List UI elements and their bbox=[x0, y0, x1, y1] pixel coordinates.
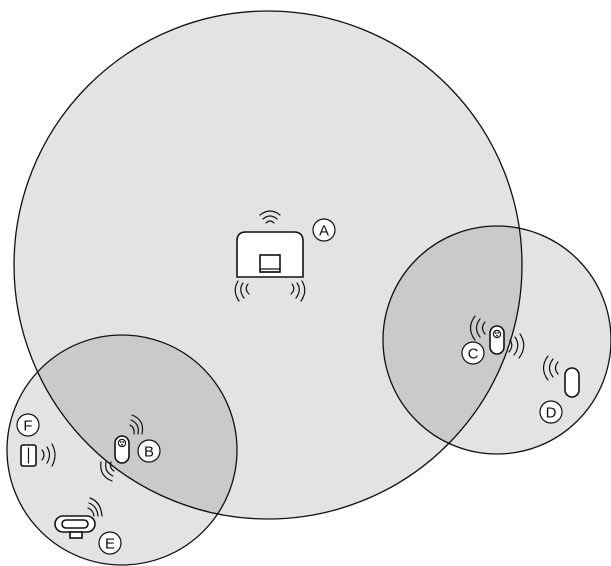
hub-label: A bbox=[312, 218, 336, 242]
sensor-d-label-text: D bbox=[546, 405, 557, 422]
sensor-e-signal-icon bbox=[87, 497, 103, 517]
hub-signal-top-icon bbox=[259, 210, 281, 224]
sensor-e-device bbox=[54, 497, 103, 539]
sensor-f-device bbox=[20, 443, 56, 467]
sensor-d-body bbox=[564, 367, 580, 398]
sensor-b-body bbox=[114, 435, 130, 464]
sensor-c-label-text: C bbox=[468, 346, 479, 363]
sensor-c-signal-right-icon bbox=[508, 333, 525, 359]
sensor-d-signal-icon bbox=[542, 355, 559, 381]
sensor-c-signal-left-icon bbox=[469, 315, 486, 341]
sensor-b-label: B bbox=[137, 439, 161, 463]
sensor-e-inner bbox=[61, 519, 89, 529]
sensor-f-signal-icon bbox=[41, 443, 56, 467]
sensor-e-label-text: E bbox=[105, 536, 115, 553]
sensor-d-device bbox=[542, 355, 580, 398]
sensor-e-base bbox=[69, 531, 83, 539]
sensor-f-label: F bbox=[16, 413, 40, 437]
sensor-c-label: C bbox=[461, 341, 485, 365]
hub-device bbox=[234, 210, 306, 302]
sensor-e-label: E bbox=[98, 531, 122, 555]
sensor-c-device bbox=[469, 315, 525, 359]
sensor-b-signal-bottom-left-icon bbox=[100, 461, 115, 482]
sensor-d-label: D bbox=[539, 400, 563, 424]
sensor-f-label-text: F bbox=[23, 418, 32, 435]
sensor-b-label-text: B bbox=[144, 444, 154, 461]
hub-signal-bottom-right-icon bbox=[290, 280, 306, 302]
hub-signal-bottom-left-icon bbox=[234, 280, 250, 302]
sensor-b-device bbox=[100, 414, 144, 482]
hub-label-text: A bbox=[319, 223, 329, 240]
sensor-b-signal-top-right-icon bbox=[129, 414, 144, 435]
